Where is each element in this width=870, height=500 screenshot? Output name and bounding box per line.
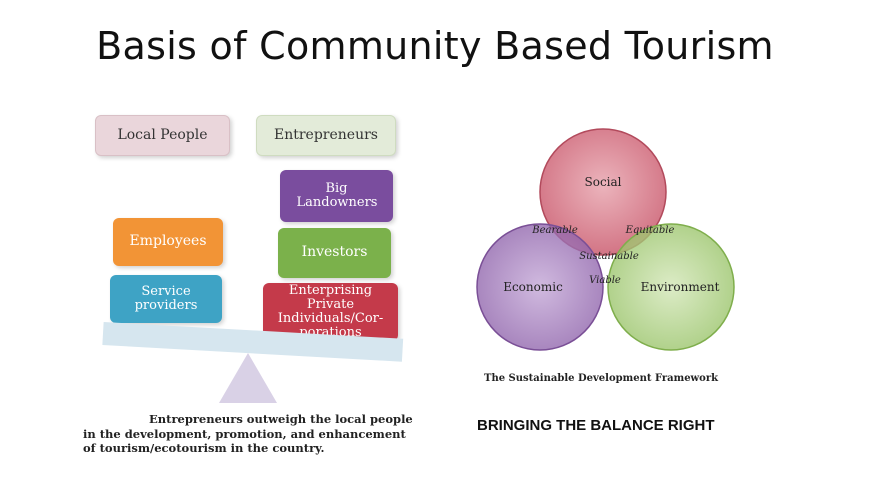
- equitable-label: Equitable: [625, 225, 675, 236]
- scale-caption-line-1: Entrepreneurs outweigh the local people: [149, 412, 413, 426]
- scale-caption: Entrepreneurs outweigh the local people …: [83, 412, 443, 456]
- scale-caption-line-2: in the development, promotion, and enhan…: [83, 426, 406, 441]
- seesaw-fulcrum: [219, 353, 277, 403]
- employees-box: Employees: [113, 218, 223, 266]
- service-providers-box: Service providers: [110, 275, 222, 323]
- environment-label: Environment: [641, 280, 720, 294]
- balance-tagline: BRINGING THE BALANCE RIGHT: [477, 417, 715, 434]
- page-title: Basis of Community Based Tourism: [96, 24, 774, 68]
- entrepreneurs-header: Entrepreneurs: [256, 115, 396, 156]
- social-label: Social: [585, 175, 622, 189]
- bearable-label: Bearable: [531, 225, 578, 236]
- scale-caption-line-3: of tourism/ecotourism in the country.: [83, 441, 325, 456]
- economic-label: Economic: [503, 280, 563, 294]
- service-providers-label: Service providers: [134, 283, 198, 313]
- local-people-header: Local People: [95, 115, 230, 156]
- economic-circle: [476, 223, 604, 351]
- sustainable-label: Sustainable: [579, 251, 639, 262]
- framework-title: The Sustainable Development Framework: [484, 373, 719, 384]
- sustainability-venn-diagram: Social Economic Environment Bearable Equ…: [476, 128, 735, 351]
- big-landowners-label: Big Landowners: [296, 180, 378, 210]
- investors-box: Investors: [278, 228, 391, 278]
- viable-label: Viable: [589, 275, 621, 286]
- social-circle: [539, 128, 667, 256]
- big-landowners-box: Big Landowners: [280, 170, 393, 222]
- environment-circle: [607, 223, 735, 351]
- enterprising-individuals-label: Enterprising Private Individuals/Cor-por…: [277, 282, 384, 341]
